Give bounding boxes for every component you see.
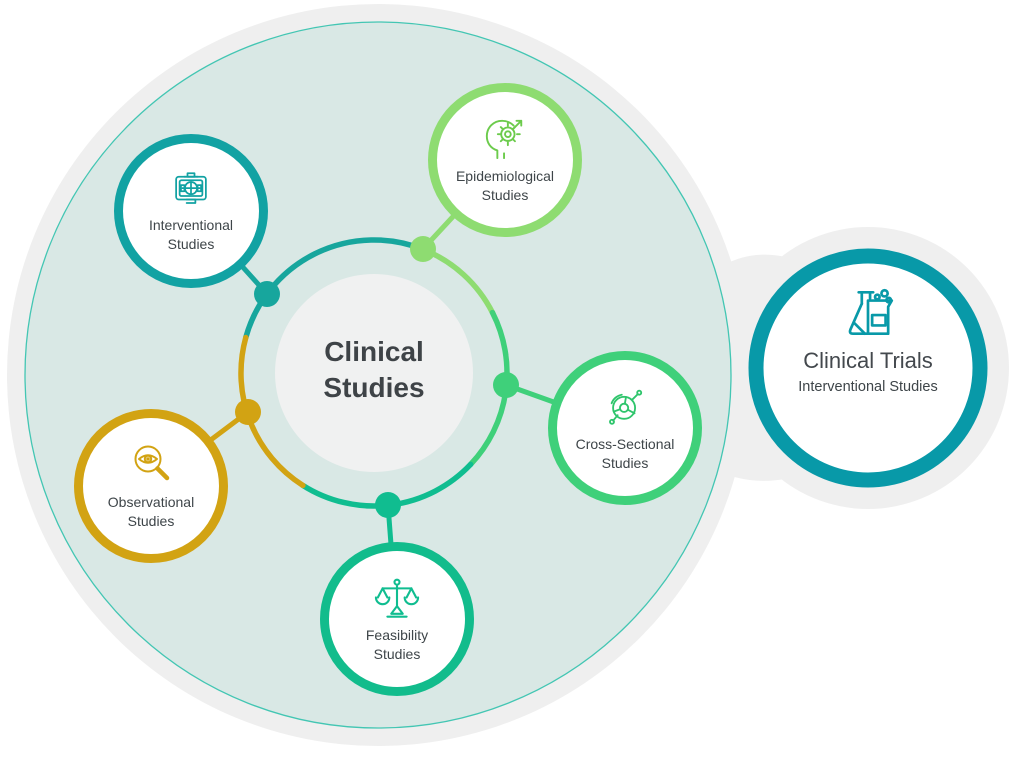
clinical-trials-subtitle: Interventional Studies: [798, 379, 938, 395]
ring-dots: [235, 236, 519, 518]
node-interventional-studies: Interventional Studies: [114, 134, 268, 288]
dot-interventional: [254, 281, 280, 307]
segmented-pie-icon: [609, 390, 643, 426]
clinical-trials-content: Clinical Trials Interventional Studies: [756, 288, 980, 395]
dot-feasibility: [375, 492, 401, 518]
node-label: Epidemiological Studies: [455, 168, 555, 203]
flask-beaker-icon: [848, 288, 894, 336]
ring-segment-teal: [243, 237, 426, 341]
head-gear-arrow-icon: [485, 120, 523, 160]
hub-circle: [275, 274, 473, 472]
clinical-trials-circle: [748, 248, 988, 488]
node-epidemiological-studies: Epidemiological Studies: [428, 83, 582, 237]
node-label: Feasibility Studies: [365, 627, 429, 662]
node-label: Interventional Studies: [148, 217, 234, 252]
magnifier-eye-icon: [134, 445, 170, 481]
hub-title: Clinical Studies: [323, 336, 425, 404]
node-cross-sectional-studies: Cross-Sectional Studies: [548, 351, 702, 505]
balance-scale-icon: [374, 578, 420, 619]
node-label: Cross-Sectional Studies: [575, 436, 675, 471]
dot-epidemiological: [410, 236, 436, 262]
node-label: Observational Studies: [107, 494, 195, 529]
dot-observational: [235, 399, 261, 425]
dot-cross-sectional: [493, 372, 519, 398]
radiology-machine-icon: [175, 172, 207, 205]
node-observational-studies: Observational Studies: [74, 409, 228, 563]
clinical-trials-title: Clinical Trials: [803, 348, 933, 373]
node-feasibility-studies: Feasibility Studies: [320, 542, 474, 696]
